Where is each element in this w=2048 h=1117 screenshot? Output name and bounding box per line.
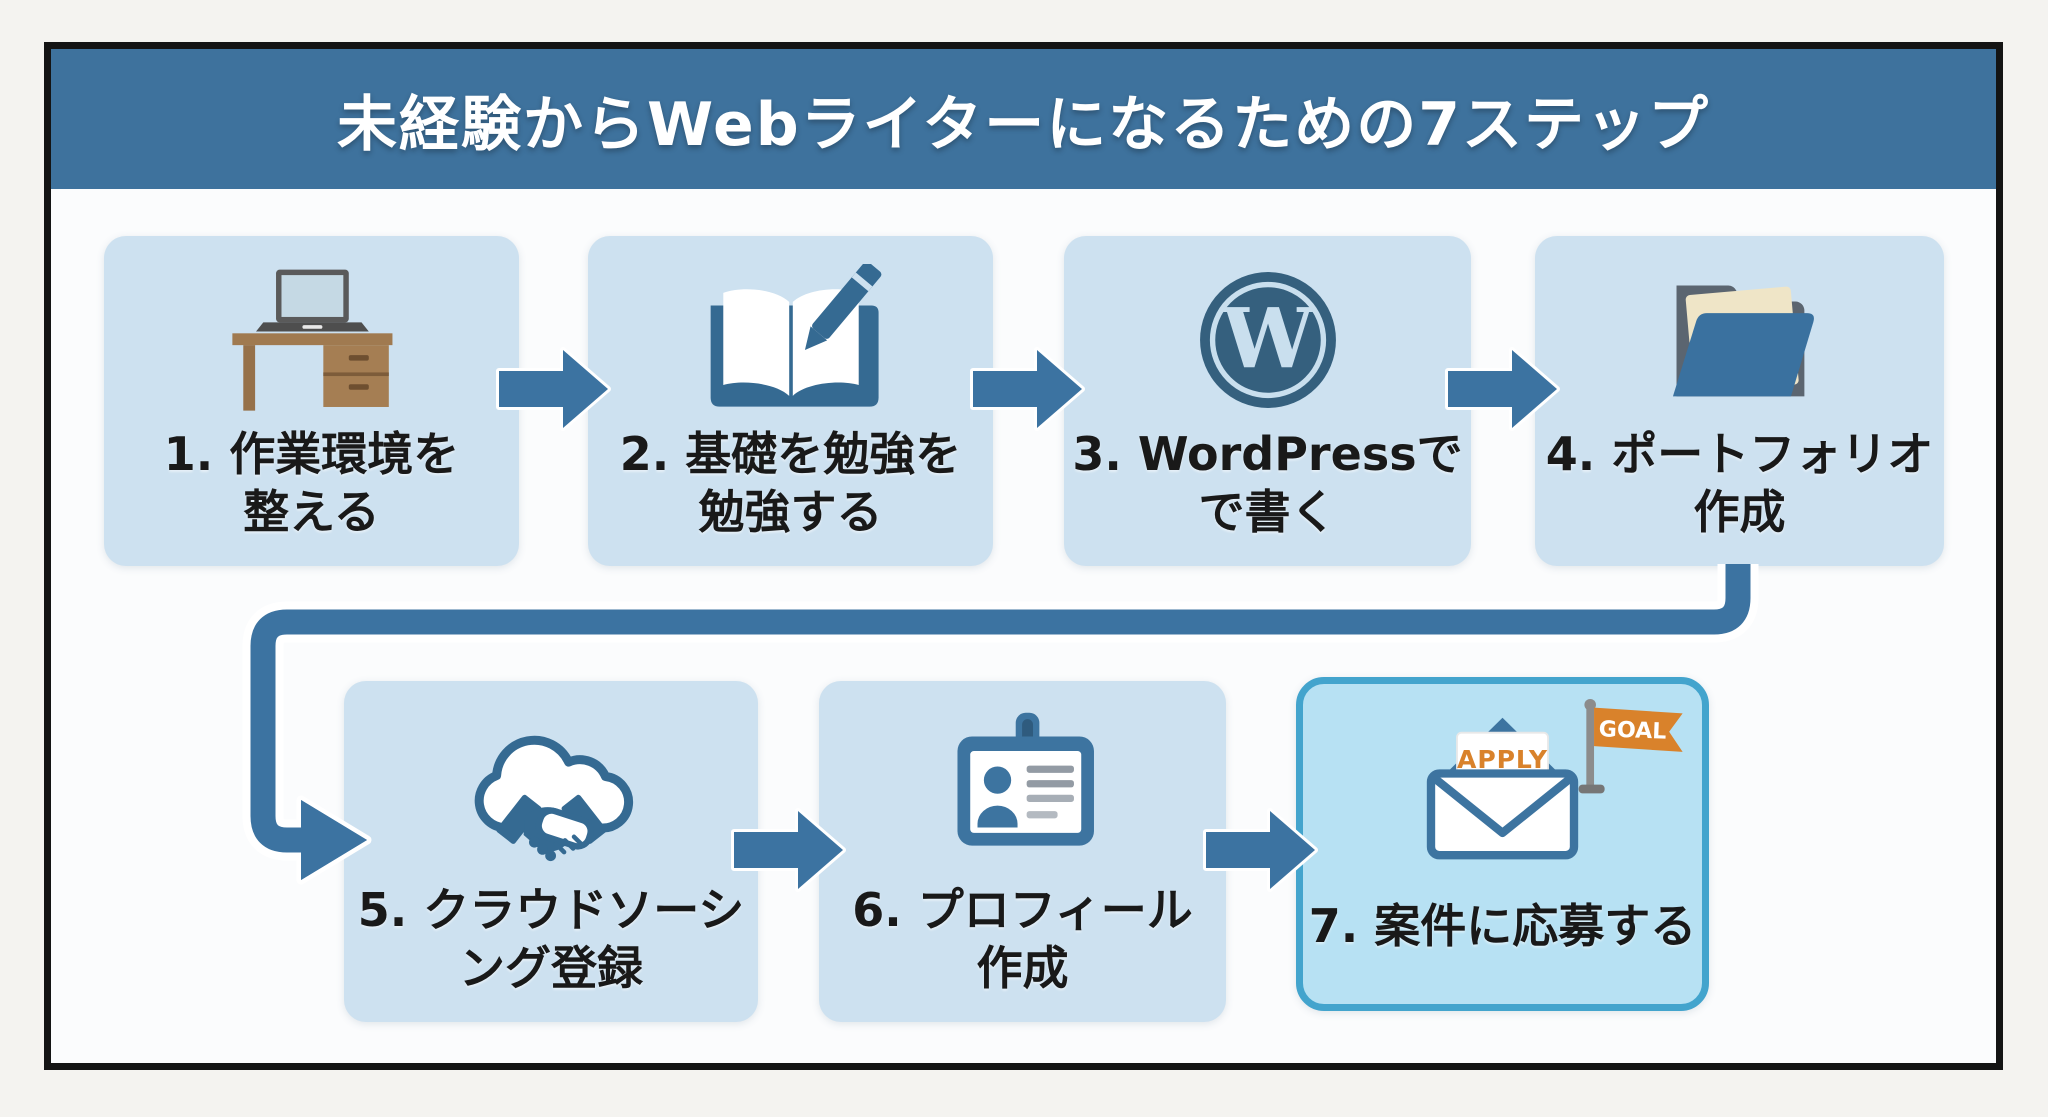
page-title: 未経験からWebライターになるための7ステップ: [336, 89, 1711, 160]
step-2-line1: 2. 基礎を勉強を: [619, 427, 962, 482]
flow-arrow-5-to-6: [731, 808, 846, 892]
step-box-5: 5. クラウドソーシ ング登録: [344, 681, 758, 1022]
step-7-line1: 7. 案件に応募する: [1308, 899, 1697, 954]
step-6-line2: 作成: [976, 941, 1069, 996]
step-box-6: 6. プロフィール 作成: [819, 681, 1226, 1022]
step-1-line2: 整える: [243, 485, 380, 540]
step-1-line1: 1. 作業環境を: [163, 427, 460, 482]
step-box-1: 1. 作業環境を 整える: [104, 236, 519, 566]
flow-arrow-6-to-7: [1203, 808, 1318, 892]
step-5-line2: ング登録: [459, 941, 643, 996]
portfolio-folder-icon: [1535, 264, 1944, 416]
step-box-2: 2. 基礎を勉強を 勉強する: [588, 236, 993, 566]
step-label-4: 4. ポートフォリオ 作成: [1535, 426, 1944, 542]
poster-frame: 未経験からWebライターになるための7ステップ: [44, 42, 2003, 1070]
desk-laptop-icon: [104, 264, 519, 419]
book-pencil-icon: [588, 264, 993, 422]
poster-content: 未経験からWebライターになるための7ステップ: [51, 49, 1996, 1063]
flow-arrow-2-to-3: [970, 347, 1085, 431]
cloud-handshake-icon: [344, 709, 758, 871]
step-label-5: 5. クラウドソーシ ング登録: [344, 882, 758, 998]
step-4-line1: 4. ポートフォリオ: [1545, 427, 1934, 482]
id-badge-icon: [819, 709, 1226, 864]
step-box-4: 4. ポートフォリオ 作成: [1535, 236, 1944, 566]
wordpress-w-letter: W: [1220, 292, 1315, 388]
step-label-7: 7. 案件に応募する: [1303, 898, 1702, 956]
step-3-line2: で書く: [1198, 485, 1337, 540]
step-2-line2: 勉強する: [698, 485, 883, 540]
step-box-7-goal: APPLY GOAL 7. 案件に応募する: [1296, 677, 1709, 1011]
step-5-line1: 5. クラウドソーシ: [357, 883, 745, 938]
step-box-3: W 3. WordPressで で書く: [1064, 236, 1471, 566]
flow-arrow-1-to-2: [496, 347, 611, 431]
step-label-2: 2. 基礎を勉強を 勉強する: [588, 426, 993, 542]
step-label-3: 3. WordPressで で書く: [1064, 426, 1471, 542]
step-label-6: 6. プロフィール 作成: [819, 882, 1226, 998]
goal-flag-icon: GOAL: [1578, 698, 1690, 806]
flow-arrow-3-to-4: [1445, 347, 1560, 431]
goal-label: GOAL: [1598, 716, 1666, 744]
step-3-line1: 3. WordPressで: [1072, 427, 1463, 482]
header-bar: 未経験からWebライターになるための7ステップ: [51, 49, 1996, 189]
step-6-line1: 6. プロフィール: [852, 883, 1193, 938]
wordpress-logo-icon: W: [1064, 264, 1471, 416]
step-label-1: 1. 作業環境を 整える: [104, 426, 519, 542]
step-4-line2: 作成: [1693, 485, 1786, 540]
